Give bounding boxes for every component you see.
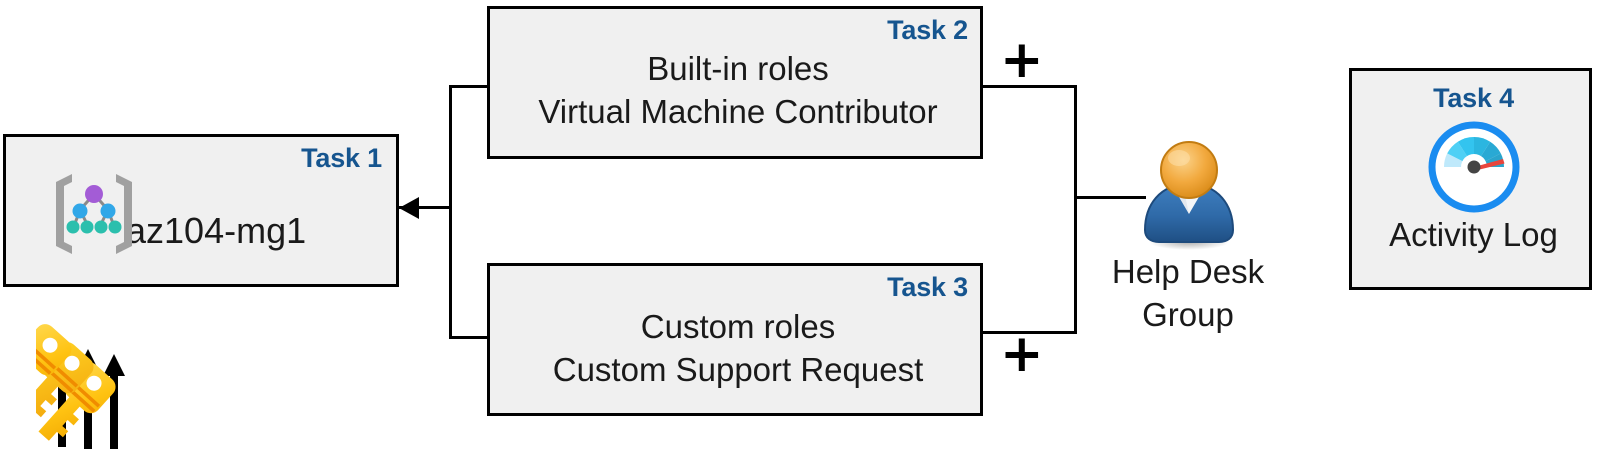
arrowhead-into-task1	[399, 197, 419, 219]
task1-label: Task 1	[301, 143, 382, 173]
connector-right-vertical	[1074, 85, 1077, 333]
task3-line2: Custom Support Request	[552, 351, 924, 388]
task1-box[interactable]: Task 1 az104-mg1	[3, 134, 399, 287]
task1-resource-name: az104-mg1	[126, 210, 307, 251]
connector-bus-to-task1	[399, 206, 451, 209]
actor-line1: Help Desk	[1111, 253, 1265, 290]
task3-line1: Custom roles	[640, 308, 836, 345]
keys-icon	[36, 324, 116, 441]
task3-box[interactable]: Task 3 Custom roles Custom Support Reque…	[487, 263, 983, 416]
connector-left-vertical	[449, 85, 452, 339]
connector-actor-to-bus	[1074, 196, 1146, 199]
task2-box[interactable]: Task 2 Built-in roles Virtual Machine Co…	[487, 6, 983, 159]
user-group-icon	[1143, 141, 1235, 250]
task4-box[interactable]: Task 4 Activity Log	[1349, 68, 1592, 290]
actor-line2: Group	[1142, 296, 1234, 333]
task3-label: Task 3	[887, 272, 968, 302]
connector-task2-to-bus	[449, 85, 490, 88]
task2-label: Task 2	[887, 15, 968, 45]
plus-operator-top: +	[1000, 30, 1044, 90]
connector-bus-to-task2	[983, 85, 1077, 88]
task2-line2: Virtual Machine Contributor	[538, 93, 938, 130]
connector-task3-to-bus	[449, 336, 490, 339]
management-group-icon	[56, 174, 132, 254]
connector-bus-to-task3	[983, 331, 1077, 334]
task2-line1: Built-in roles	[647, 50, 829, 87]
task4-resource-name: Activity Log	[1389, 216, 1558, 253]
task3-content: Custom roles Custom Support Request	[490, 305, 986, 391]
task4-label: Task 4	[1433, 83, 1514, 113]
task2-content: Built-in roles Virtual Machine Contribut…	[490, 47, 986, 133]
actor-label: Help Desk Group	[1078, 250, 1298, 336]
activity-log-gauge-icon	[1428, 121, 1520, 213]
plus-operator-bottom: +	[1000, 324, 1044, 384]
